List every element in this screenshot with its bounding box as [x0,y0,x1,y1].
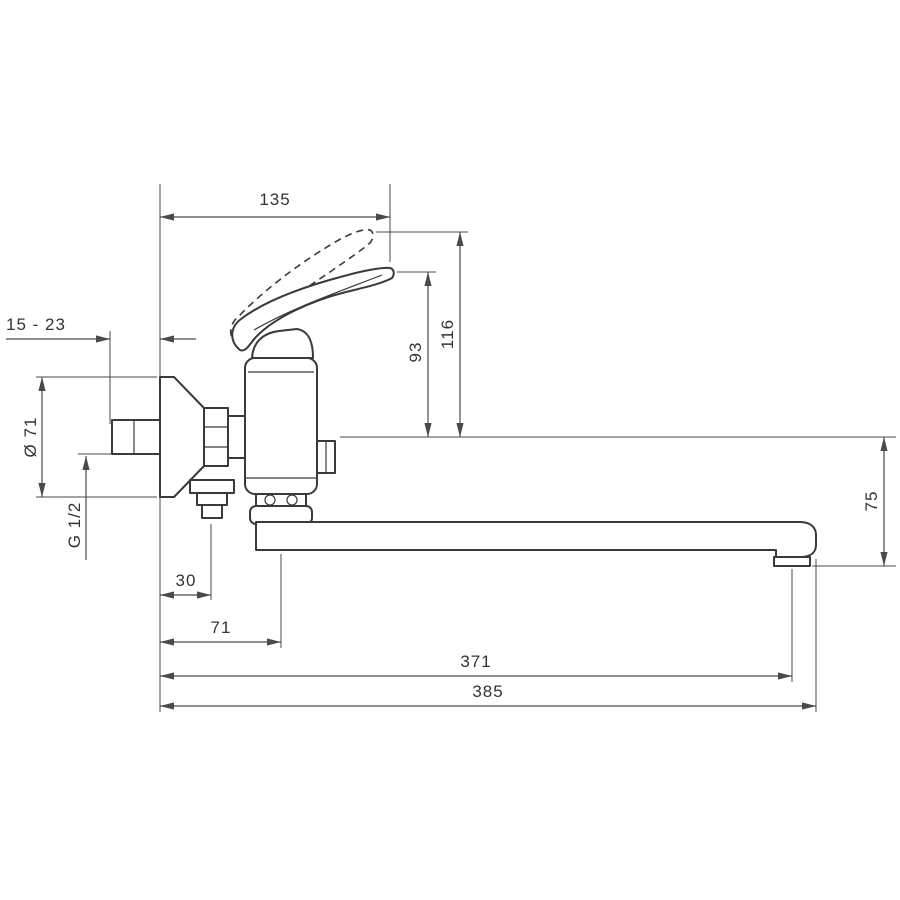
lower-fitting-middle [196,492,228,506]
dim-top-width: 135 [160,190,390,221]
dim-aerator-reach: 371 [160,652,792,680]
lever-handle-blade [231,266,395,352]
dim-outlet-drop: 75 [862,437,888,566]
dim-label-75: 75 [862,491,881,512]
spout-tube [255,521,817,558]
dim-label-371: 371 [460,652,491,671]
wall-nipple [111,419,161,455]
dim-connection-thread: G 1/2 [65,456,90,560]
mixer-body-shell [244,357,318,495]
lower-fitting-top [189,479,235,494]
mounting-nut-body [203,407,229,467]
mixer-body [244,357,336,495]
lever-handle [231,266,395,352]
dim-flange-diameter: Ø 71 [21,377,46,497]
lever-handle-edge-line [253,274,383,331]
lower-fitting-bottom [201,504,223,519]
dim-spout-axis-offset: 71 [160,618,281,646]
extension-lines [36,184,896,712]
dim-handle-height: 93 [406,272,432,437]
wall-nipple-body [111,419,161,455]
mounting-nut [203,407,246,467]
lever-handle-open-outline [229,228,374,349]
dim-label-wall-depth: 15 - 23 [6,315,66,334]
mounting-collar [227,415,246,459]
faucet [111,228,817,567]
dim-label-thread: G 1/2 [65,502,84,549]
handle-dome [251,328,314,359]
dim-lower-offset: 30 [160,571,211,599]
dim-label-135: 135 [259,190,290,209]
dim-label-30: 30 [176,571,197,590]
dim-label-385: 385 [472,682,503,701]
dim-label-flange-diameter: Ø 71 [21,417,40,458]
spout-pivot [249,493,313,525]
dim-overall-reach: 385 [160,682,816,710]
dim-wall-depth: 15 - 23 [6,315,196,343]
lower-fitting [189,479,235,519]
dim-handle-height-open: 116 [438,232,464,437]
dim-label-116: 116 [438,319,457,349]
aerator [773,556,811,567]
spout-pivot-neck [255,493,307,507]
dim-label-93: 93 [406,342,425,363]
dim-label-71: 71 [211,618,232,637]
spout [255,521,817,567]
